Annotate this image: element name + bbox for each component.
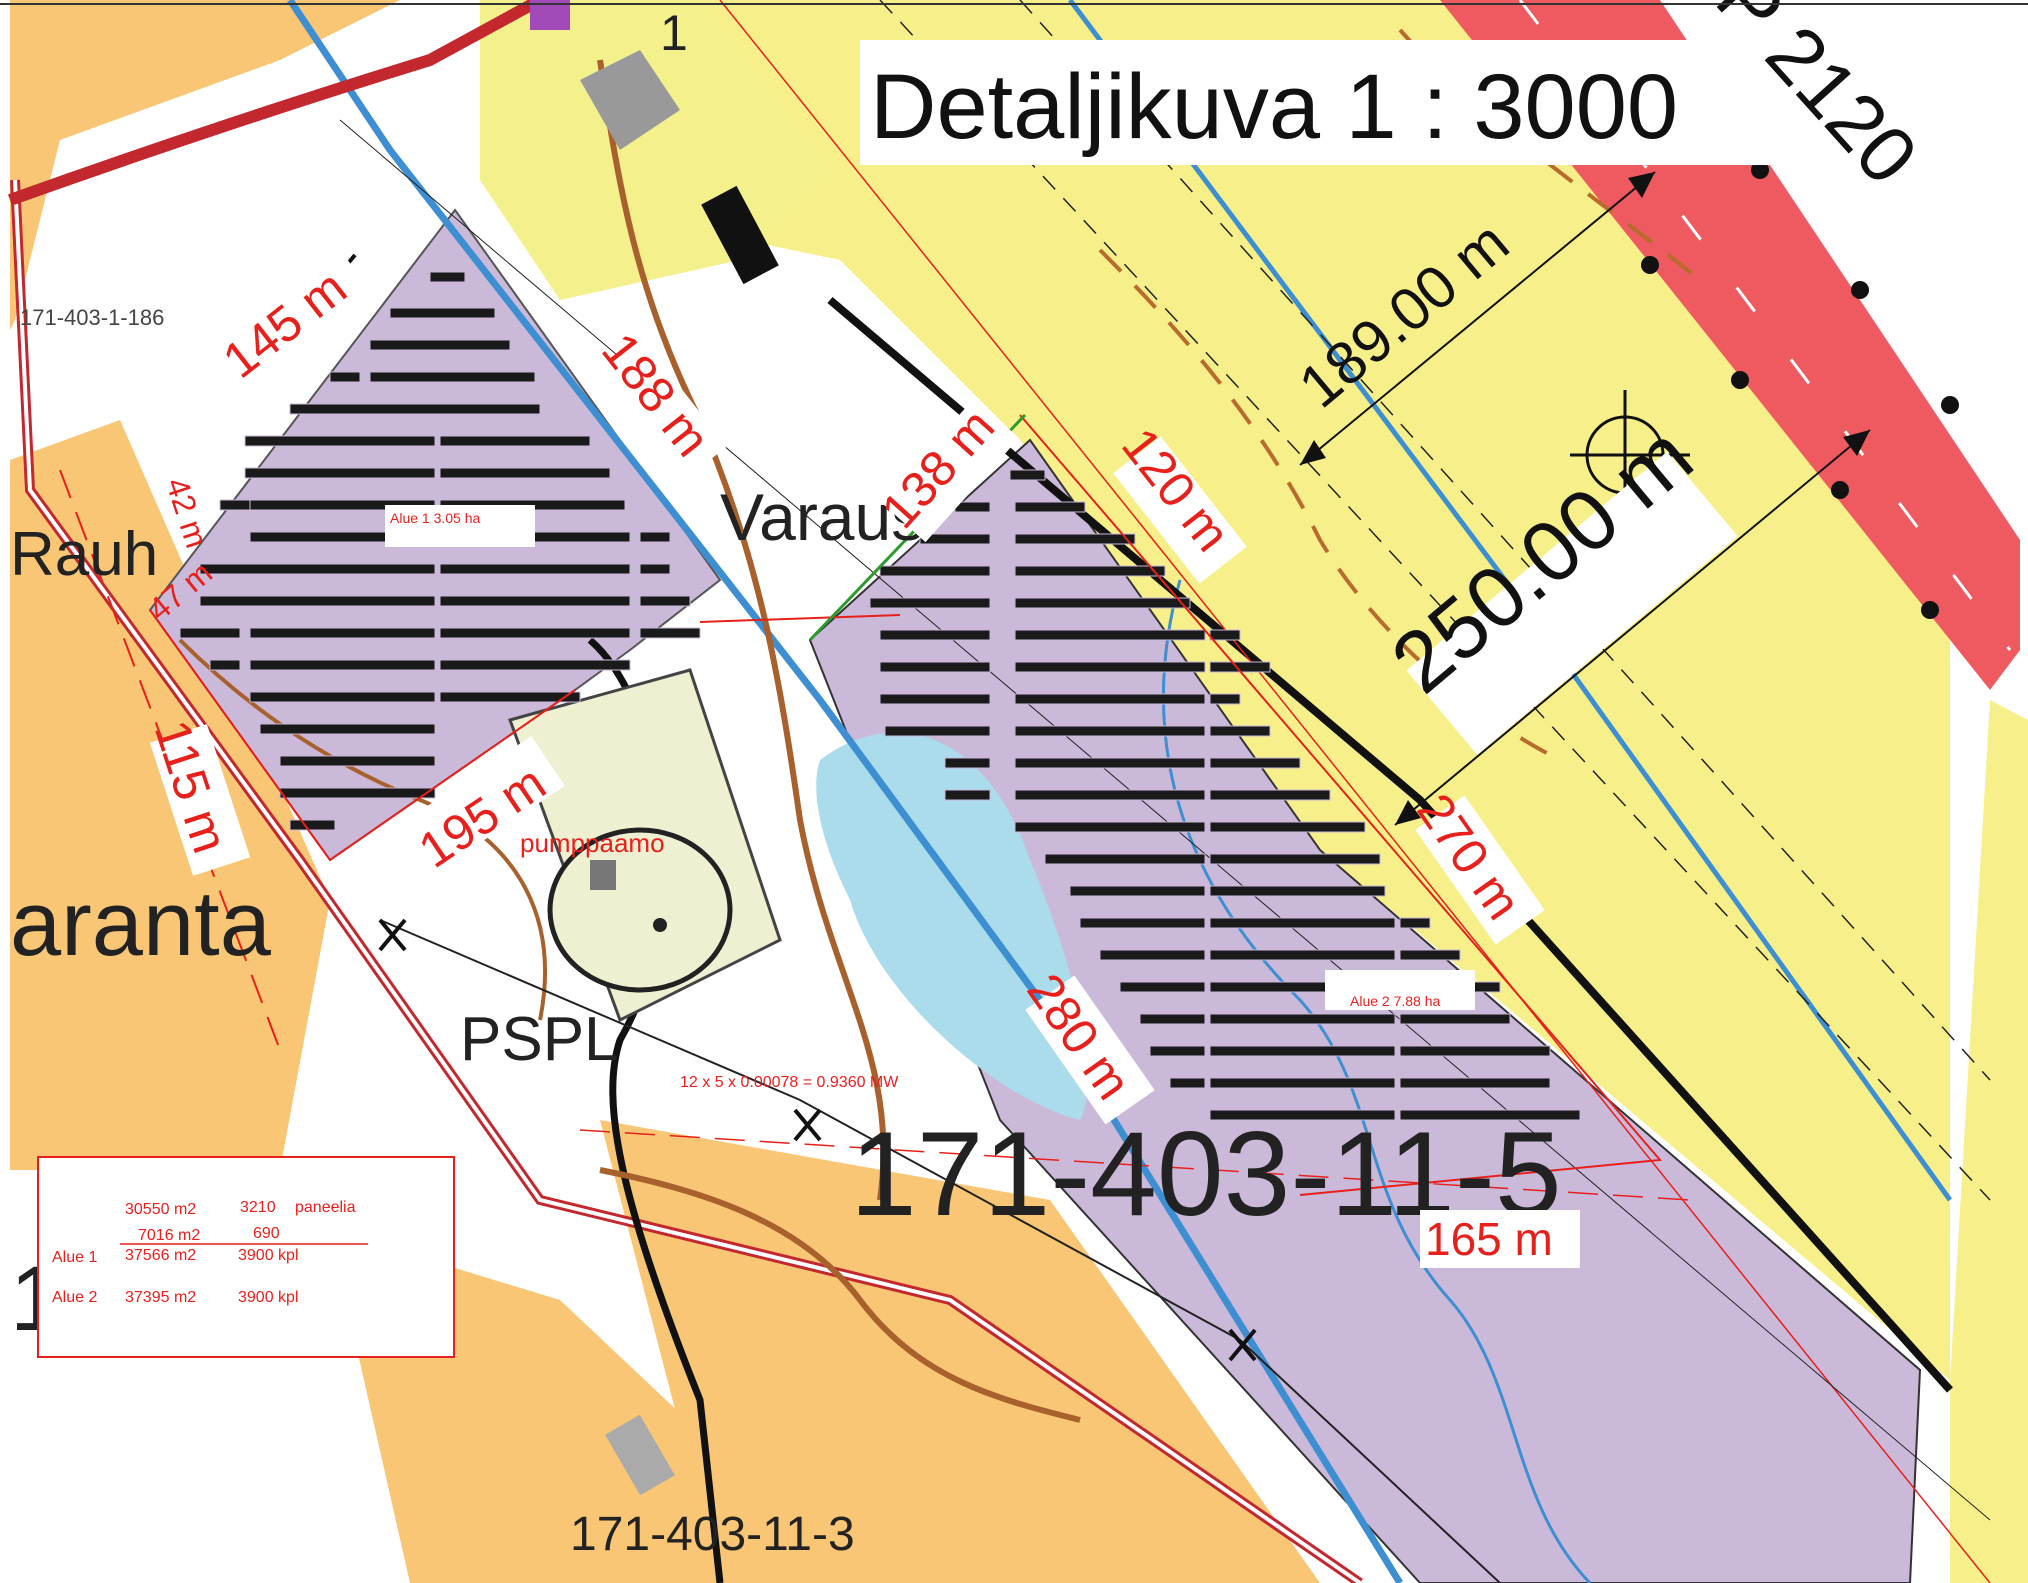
summary-table: 30550 m2 3210 paneelia 7016 m2 690 Alue …	[37, 1156, 455, 1358]
summary-table-frame	[37, 1156, 455, 1358]
table-r4-c2: 37395 m2	[125, 1289, 196, 1306]
label-rauh: Rauh	[10, 520, 158, 589]
pumppaamo-label: pumppaamo	[520, 828, 665, 858]
dim-line-189	[1299, 171, 1656, 466]
parcel-label-1: 171-403-1-186	[20, 305, 164, 330]
table-r4-c1: Alue 2	[52, 1289, 97, 1306]
dashed-red-line	[59, 469, 281, 1051]
building-north-grey	[580, 50, 680, 150]
label-one-top: 1	[660, 5, 688, 61]
label-ranta: aranta	[10, 873, 272, 975]
residential-zone-southeast	[600, 1120, 1320, 1583]
residential-zone-left	[10, 0, 400, 330]
dim-line-250	[1394, 429, 1871, 826]
alue2-label: Alue 2 7.88 ha	[1350, 993, 1441, 1009]
dim-arrowhead-189-a	[1628, 172, 1655, 198]
alue1-label-box	[385, 505, 535, 547]
local-road-north	[7, 0, 543, 206]
dashed-line-2	[1019, 0, 1991, 1081]
field-border-black	[827, 296, 1953, 1393]
label-pspl: PSPL	[460, 1005, 619, 1074]
road-dots	[1641, 161, 1959, 619]
table-r1-c3: 3210	[240, 1199, 276, 1216]
boundary-line-1	[719, 0, 1991, 1583]
table-r1-c4: paneelia	[295, 1199, 356, 1216]
building-north-black	[701, 185, 779, 285]
table-r3-c3: 3900 kpl	[238, 1247, 299, 1264]
dashed-line-1	[879, 0, 1991, 1201]
power-formula: 12 x 5 x 0.00078 = 0.9360 MW	[680, 1074, 899, 1091]
building-small-1	[590, 860, 616, 890]
alue2-label-box	[1325, 970, 1475, 1010]
contour-2	[178, 638, 547, 1021]
building-south-grey	[605, 1414, 675, 1496]
contour-dashed-1	[1098, 248, 1561, 762]
arrow-red-between-areas	[699, 614, 901, 623]
pond	[816, 732, 1088, 1120]
alue1-label: Alue 1 3.05 ha	[390, 510, 481, 526]
table-r3-c1: Alue 1	[52, 1249, 97, 1266]
dim-arrowhead-189-b	[1300, 440, 1326, 465]
dim-label-165: 165 m	[1425, 1213, 1553, 1265]
panel-rows-area-2	[869, 469, 1581, 1121]
dim-label-250-box	[1406, 451, 1738, 755]
table-r2-c2: 7016 m2	[138, 1227, 200, 1244]
power-line	[379, 919, 1501, 1583]
field-zone-east	[1950, 700, 2028, 1583]
field-zone	[600, 0, 1950, 1380]
area2-dimension-outline	[1019, 414, 1663, 1196]
contour-3	[599, 1167, 1081, 1423]
table-r1-c2: 30550 m2	[125, 1201, 196, 1218]
table-r4-c3: 3900 kpl	[238, 1289, 299, 1306]
pump-well	[653, 918, 667, 932]
river-main	[287, 0, 1403, 1583]
dashed-red-line-2	[579, 1129, 1691, 1201]
local-road-west-core	[13, 179, 1362, 1583]
table-r2-c3: 690	[253, 1225, 280, 1242]
area1-dimension-outline	[149, 609, 576, 862]
contour-1	[597, 59, 887, 1201]
boundary-line-2	[339, 119, 1991, 1521]
table-r3-c2: 37566 m2	[125, 1247, 196, 1264]
map-title: Detaljikuva 1 : 3000	[870, 56, 1678, 158]
title-box	[860, 40, 1830, 165]
main-road	[1440, 0, 2020, 690]
dim-arrowhead-250-b	[1395, 800, 1421, 825]
parcel-label-3: 171-403-11-3	[570, 1508, 855, 1561]
dim-arrowhead-250-a	[1843, 430, 1870, 456]
